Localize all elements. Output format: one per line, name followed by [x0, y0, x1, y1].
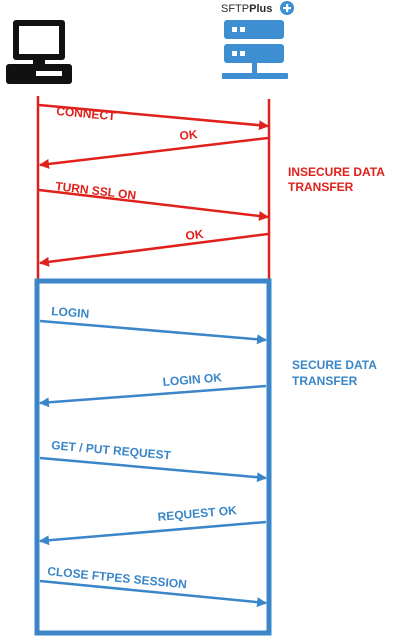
secure-session-frame	[34, 278, 272, 636]
message-label-get-put-request: GET / PUT REQUEST	[51, 438, 172, 462]
plus-badge-icon	[280, 1, 294, 15]
message-arrow-login-ok	[39, 384, 267, 408]
message-label-login-ok: LOGIN OK	[162, 370, 223, 389]
message-label-turn-ssl-on: TURN SSL ON	[55, 179, 137, 202]
message-arrow-request-ok	[39, 520, 267, 546]
message-label-request-ok: REQUEST OK	[157, 503, 238, 524]
insecure-zone-label: INSECURE DATA TRANSFER	[288, 165, 388, 194]
secure-zone-label: SECURE DATA TRANSFER	[292, 358, 380, 388]
message-label-login: LOGIN	[51, 304, 90, 321]
message-arrow-turn-ssl-on	[38, 188, 269, 221]
computer-icon	[6, 20, 72, 84]
brand-logo-text: SFTPPlus	[221, 3, 272, 15]
message-arrow-ok-2	[39, 232, 269, 267]
message-label-ok-2: OK	[185, 227, 205, 243]
message-arrow-ok-1	[39, 136, 269, 169]
message-arrow-get-put-request	[39, 456, 267, 483]
message-arrow-close-ftpes-session	[39, 579, 267, 608]
message-arrow-connect	[38, 103, 269, 131]
message-label-connect: CONNECT	[56, 104, 117, 123]
message-label-ok-1: OK	[179, 127, 199, 143]
message-arrow-login	[39, 319, 267, 345]
server-icon	[222, 20, 288, 79]
